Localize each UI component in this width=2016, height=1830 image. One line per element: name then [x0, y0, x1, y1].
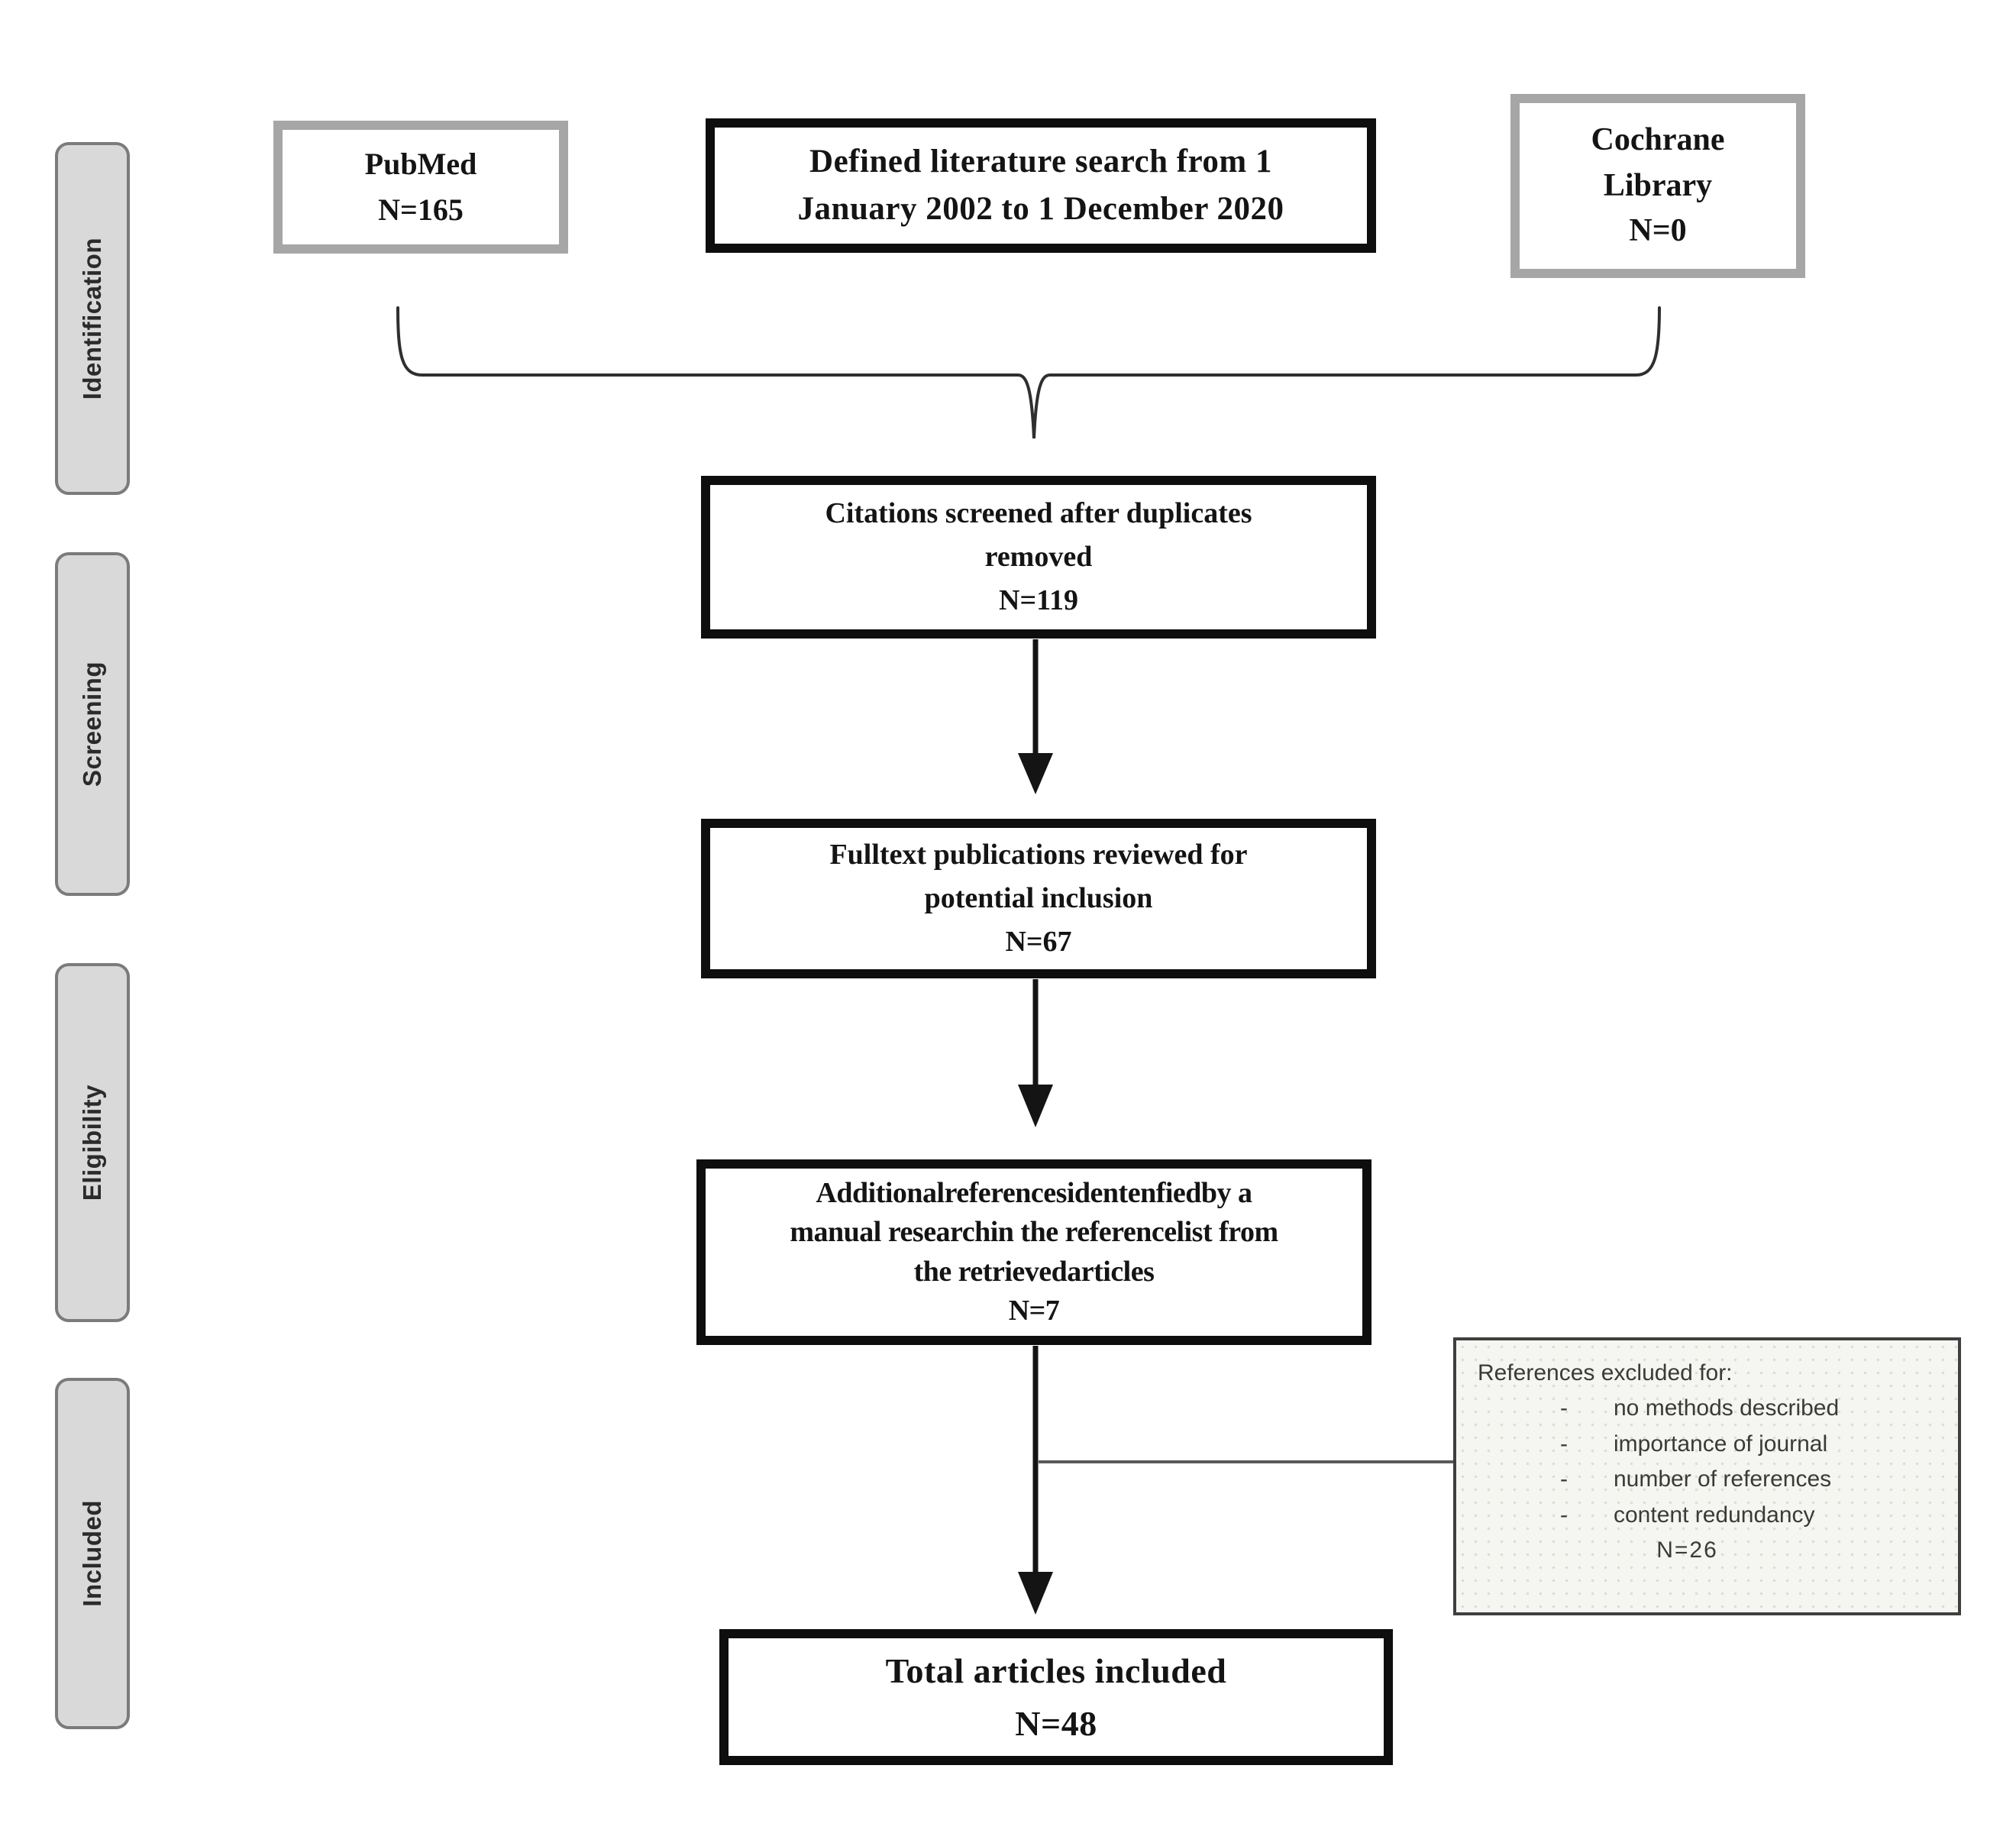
- box-line: Library: [1603, 167, 1713, 203]
- excluded-item: - content redundancy: [1478, 1498, 1943, 1534]
- excluded-item: - no methods described: [1478, 1391, 1943, 1427]
- brace-connector: [396, 306, 1661, 439]
- box-line: January 2002 to 1 December 2020: [797, 191, 1284, 227]
- arrowhead-icon: [1018, 1085, 1053, 1127]
- box-line: Defined literature search from 1: [809, 143, 1272, 179]
- box-line: Citations screened after duplicates: [825, 497, 1252, 529]
- hyphen-bullet-icon: -: [1560, 1395, 1568, 1421]
- excluded-count: N=26: [1656, 1537, 1718, 1563]
- sidebar-stage-included: Included: [55, 1378, 130, 1729]
- box-line: N=0: [1629, 213, 1687, 249]
- box-line: PubMed: [364, 147, 477, 181]
- excluded-item-text: content redundancy: [1614, 1502, 1815, 1528]
- stage-label: Screening: [78, 661, 106, 787]
- sidebar-stage-identification: Identification: [55, 142, 130, 495]
- box-line: N=67: [1005, 926, 1072, 958]
- box-line: Additionalreferencesidentenfiedby a: [816, 1176, 1252, 1209]
- box-line: Cochrane: [1591, 122, 1725, 158]
- box-line: N=165: [378, 192, 464, 227]
- hyphen-bullet-icon: -: [1560, 1502, 1568, 1528]
- hyphen-bullet-icon: -: [1560, 1431, 1568, 1457]
- box-citations-screened: Citations screened after duplicates remo…: [701, 476, 1376, 639]
- box-references-excluded: References excluded for: - no methods de…: [1453, 1337, 1961, 1615]
- box-line: N=119: [999, 584, 1078, 616]
- box-line: N=7: [1008, 1294, 1060, 1327]
- sidebar-stage-eligibility: Eligibility: [55, 963, 130, 1322]
- box-pubmed: PubMed N=165: [273, 121, 568, 254]
- hyphen-bullet-icon: -: [1560, 1466, 1568, 1492]
- box-additional-references: Additionalreferencesidentenfiedby a manu…: [696, 1159, 1371, 1345]
- stage-label: Eligibility: [78, 1084, 106, 1201]
- stage-label: Identification: [78, 237, 106, 400]
- excluded-item-text: number of references: [1614, 1466, 1832, 1492]
- sidebar-stage-screening: Screening: [55, 552, 130, 896]
- box-line: removed: [984, 541, 1093, 573]
- box-line: Total articles included: [885, 1651, 1227, 1690]
- excluded-item: - number of references: [1478, 1462, 1943, 1498]
- box-total-included: Total articles included N=48: [719, 1629, 1393, 1765]
- box-fulltext-reviewed: Fulltext publications reviewed for poten…: [701, 819, 1376, 978]
- stage-label: Included: [78, 1500, 106, 1607]
- box-line: the retrievedarticles: [913, 1255, 1155, 1288]
- box-line: Fulltext publications reviewed for: [829, 839, 1248, 871]
- excluded-item-text: importance of journal: [1614, 1431, 1828, 1457]
- excluded-title: References excluded for:: [1478, 1360, 1733, 1385]
- box-line: potential inclusion: [924, 882, 1153, 914]
- excluded-item: - importance of journal: [1478, 1427, 1943, 1463]
- box-cochrane-library: Cochrane Library N=0: [1510, 94, 1805, 278]
- excluded-item-text: no methods described: [1614, 1395, 1840, 1421]
- arrowhead-icon: [1018, 753, 1053, 794]
- box-search-period: Defined literature search from 1 January…: [706, 118, 1376, 253]
- box-line: manual researchin the referencelist from: [790, 1216, 1278, 1249]
- arrowhead-icon: [1018, 1572, 1053, 1615]
- box-line: N=48: [1015, 1704, 1097, 1743]
